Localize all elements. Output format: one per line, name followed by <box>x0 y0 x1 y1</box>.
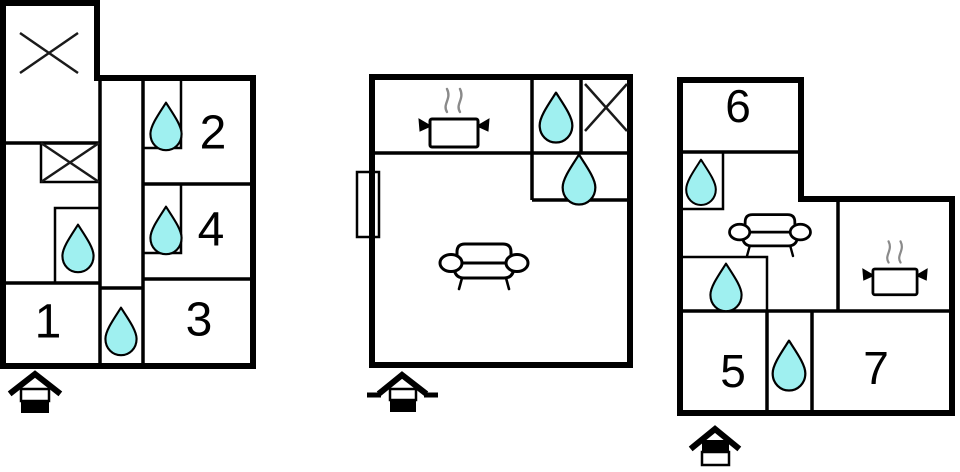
middle-crossed-box-stair <box>584 83 628 132</box>
room-number-3: 3 <box>186 294 213 347</box>
balcony-icon <box>355 170 381 239</box>
room-number-6: 6 <box>725 80 751 132</box>
room-number-4: 4 <box>198 204 225 257</box>
ground-floor-outline <box>0 0 256 369</box>
floor-plan-top: 6 5 7 <box>677 77 955 467</box>
ground-crossed-box-stair <box>39 141 101 184</box>
room-number-2: 2 <box>200 107 227 160</box>
room-number-7: 7 <box>863 342 889 394</box>
house-ground-floor-icon <box>7 370 63 413</box>
floor-plan-middle <box>355 74 633 412</box>
top-bath-box-a <box>680 150 725 211</box>
room-number-1: 1 <box>35 296 62 349</box>
house-middle-floor-icon <box>367 371 438 412</box>
floor-plan-ground: 1 2 3 4 <box>0 0 256 413</box>
middle-floor-outline <box>369 74 633 368</box>
house-top-floor-icon <box>688 425 742 467</box>
ground-bath-box-c <box>53 206 102 285</box>
room-number-5: 5 <box>720 345 746 397</box>
ground-crossed-box-top <box>19 31 79 75</box>
top-floor-outline <box>677 77 955 416</box>
